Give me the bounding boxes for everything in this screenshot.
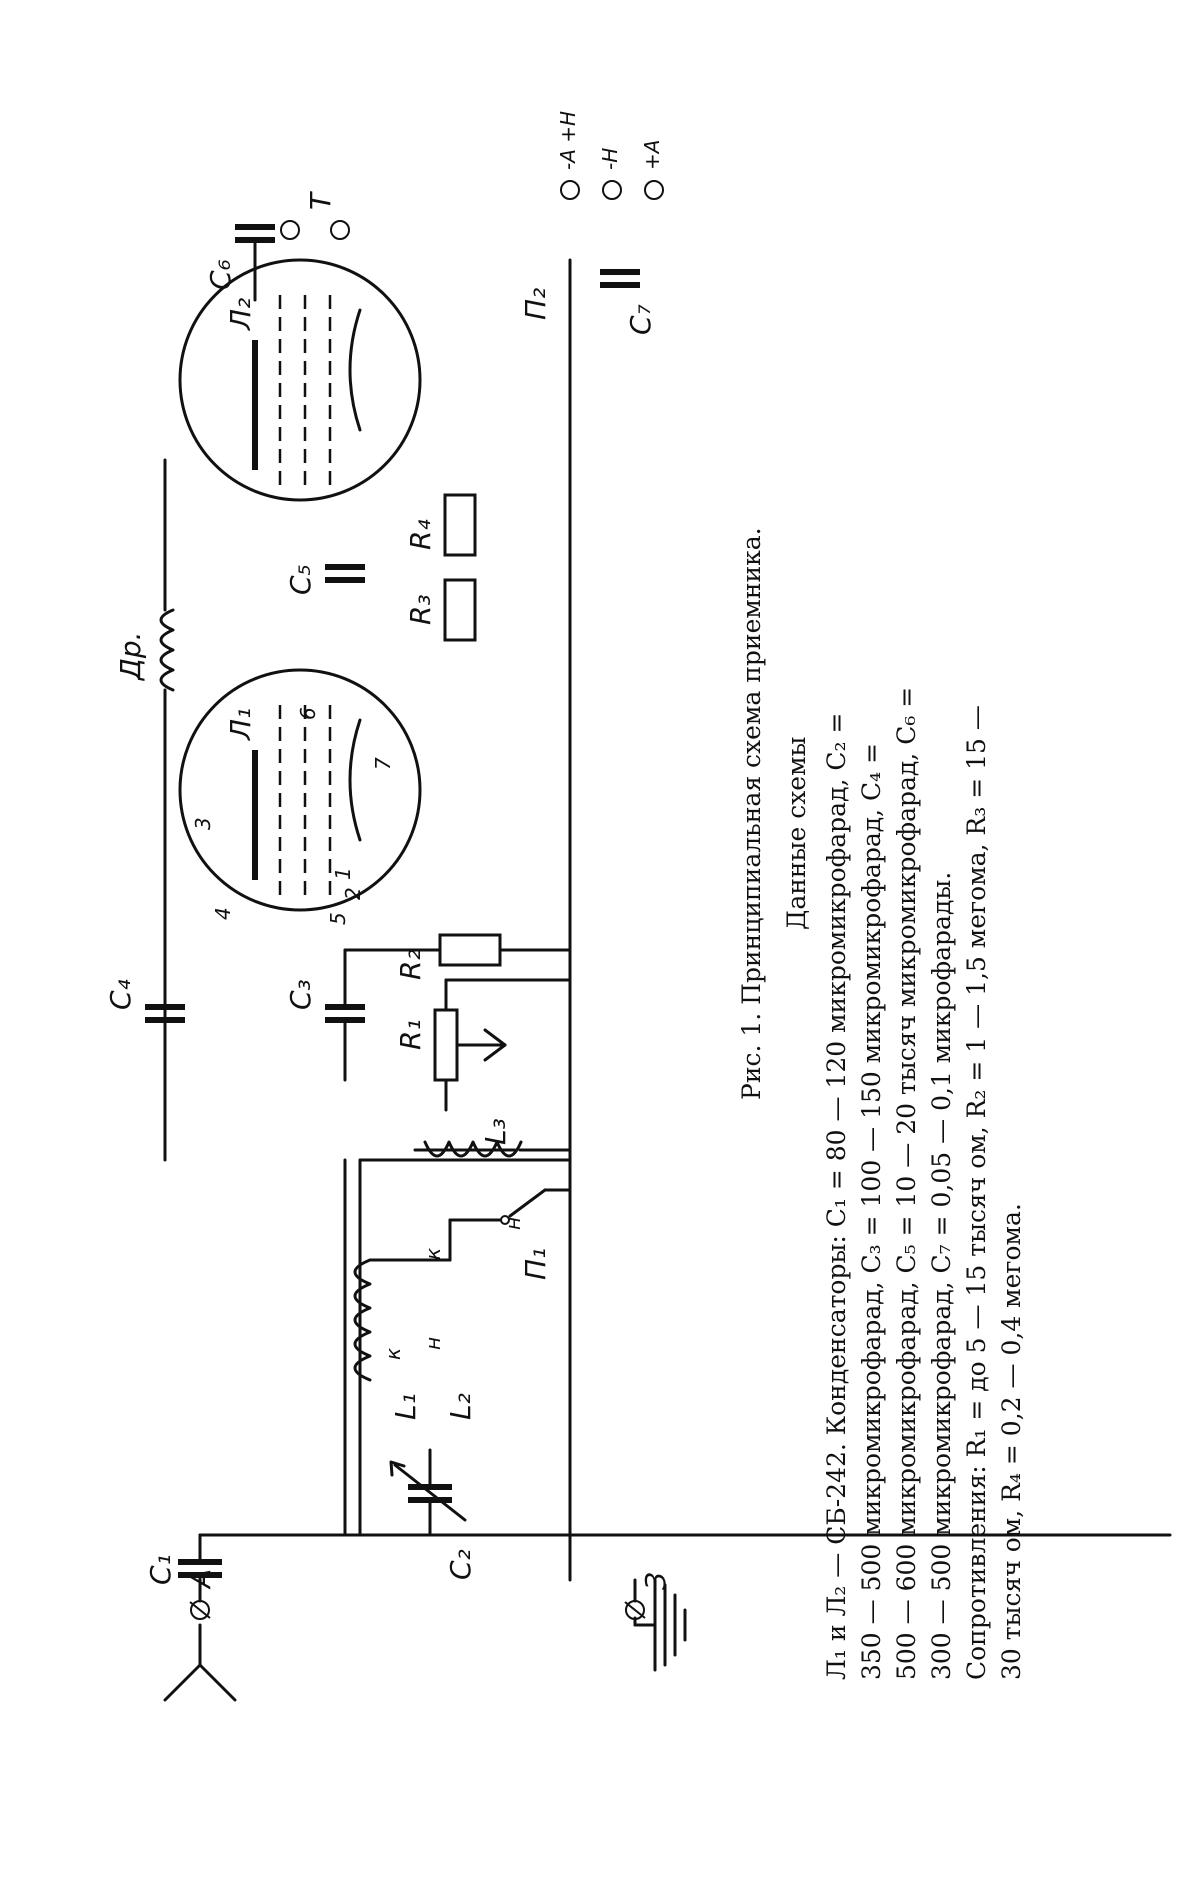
c7-label: C₇ bbox=[624, 303, 657, 335]
data-line-2: 350 — 500 микромикрофарад, C₃ = 100 — 15… bbox=[857, 743, 886, 1680]
svg-text:1: 1 bbox=[331, 867, 355, 880]
svg-text:2: 2 bbox=[341, 887, 365, 900]
rotated-page-content: A C₁ C₂ З bbox=[104, 111, 1170, 1700]
svg-text:к: к bbox=[421, 1248, 445, 1260]
phones-terminals: Т bbox=[281, 191, 349, 239]
resistor-r3: R₃ bbox=[404, 580, 475, 640]
phones-label: Т bbox=[304, 191, 337, 210]
c6-label: C₆ bbox=[204, 259, 237, 290]
data-title: Данные схемы bbox=[782, 737, 811, 930]
switch-p2: П₂ bbox=[519, 288, 552, 320]
ground-terminal: З bbox=[625, 1572, 685, 1670]
choke: Др. bbox=[114, 460, 173, 800]
capacitor-c7: C₇ bbox=[600, 272, 657, 335]
switch-p1-label: П₁ bbox=[519, 1248, 552, 1280]
r3-label: R₃ bbox=[404, 594, 437, 625]
svg-text:3: 3 bbox=[191, 817, 215, 830]
terminal-minus-a-plus-h: -A +H bbox=[556, 111, 580, 170]
data-line-3: 500 — 600 микромикрофарад, C₅ = 10 — 20 … bbox=[892, 687, 921, 1680]
svg-text:к: к bbox=[381, 1348, 405, 1360]
svg-text:7: 7 bbox=[371, 757, 395, 770]
switch-p1: П₁ bbox=[450, 1190, 570, 1280]
capacitor-c6: C₆ bbox=[204, 227, 275, 300]
c1-label: C₁ bbox=[144, 1554, 177, 1585]
data-line-5: Сопротивления: R₁ = до 5 — 15 тысяч ом, … bbox=[962, 705, 991, 1680]
r1-label: R₁ bbox=[394, 1019, 427, 1050]
switch-p2-label: П₂ bbox=[519, 288, 552, 320]
tube-l2-label: Л₂ bbox=[224, 298, 257, 331]
svg-text:н: н bbox=[421, 1337, 445, 1350]
data-line-1: Л₁ и Л₂ — СБ-242. Конденсаторы: C₁ = 80 … bbox=[822, 713, 851, 1680]
c3-label: C₃ bbox=[284, 979, 317, 1010]
l2-label: L₂ bbox=[444, 1393, 477, 1420]
r4-label: R₄ bbox=[404, 519, 437, 550]
svg-text:5: 5 bbox=[326, 912, 350, 925]
choke-label: Др. bbox=[114, 631, 147, 682]
battery-terminals: -A +H -H +A bbox=[556, 111, 664, 199]
r2-label: R₂ bbox=[394, 949, 427, 980]
tube-l1-label: Л₁ bbox=[224, 708, 257, 741]
capacitor-c4: C₄ bbox=[104, 800, 185, 1160]
svg-text:4: 4 bbox=[211, 907, 235, 920]
svg-text:6: 6 bbox=[296, 707, 320, 720]
l1-label: L₁ bbox=[389, 1393, 422, 1420]
terminal-plus-a: +A bbox=[640, 140, 664, 170]
tube-l2: Л₂ bbox=[180, 260, 420, 500]
capacitor-c2-variable: C₂ bbox=[391, 1450, 477, 1580]
resistor-r4: R₄ bbox=[404, 495, 475, 555]
figure-caption: Рис. 1. Принципиальная схема приемника. bbox=[737, 527, 766, 1100]
capacitor-c3: C₃ bbox=[284, 950, 365, 1080]
resistor-r2: R₂ bbox=[345, 935, 570, 980]
terminal-minus-h: -H bbox=[598, 148, 622, 170]
figure-text: Рис. 1. Принципиальная схема приемника. … bbox=[737, 527, 1026, 1680]
coil-l3: L₃ bbox=[415, 1118, 570, 1156]
tube-l1: Л₁ 1 2 3 4 5 6 7 bbox=[180, 670, 420, 925]
resistor-r1: R₁ bbox=[394, 980, 570, 1110]
l3-label: L₃ bbox=[479, 1118, 512, 1145]
data-line-6: 30 тысяч ом, R₄ = 0,2 — 0,4 мегома. bbox=[997, 1203, 1026, 1680]
data-line-4: 300 — 500 микромикрофарад, C₇ = 0,05 — 0… bbox=[927, 872, 956, 1680]
c4-label: C₄ bbox=[104, 979, 137, 1010]
capacitor-c5: C₅ bbox=[284, 564, 365, 595]
coil-l1-l2: L₁ L₂ к н к н bbox=[355, 1160, 570, 1535]
c2-label: C₂ bbox=[444, 1549, 477, 1580]
c5-label: C₅ bbox=[284, 564, 317, 595]
